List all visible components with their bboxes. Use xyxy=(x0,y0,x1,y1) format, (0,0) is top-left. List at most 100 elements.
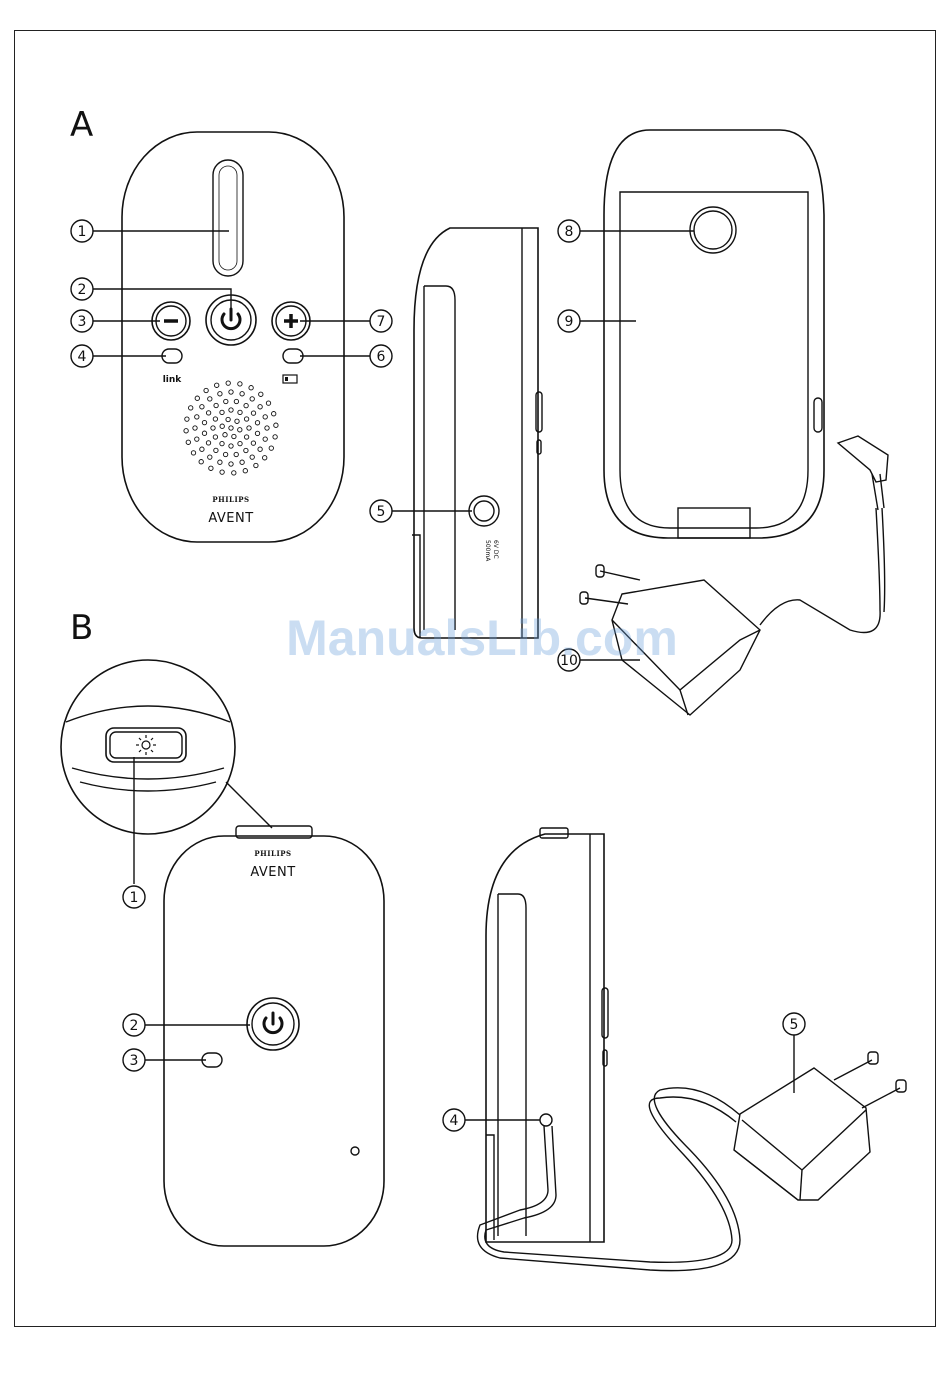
belt-clip-button xyxy=(690,207,736,253)
baby-callout-2: 2 xyxy=(130,1018,139,1034)
callout-1: 1 xyxy=(78,224,87,240)
grill-hole xyxy=(249,386,253,390)
callout-9: 9 xyxy=(565,314,574,330)
grill-hole xyxy=(244,403,248,407)
parent-unit-back xyxy=(558,130,824,538)
baby-brand-philips: PHILIPS xyxy=(254,849,291,858)
grill-hole xyxy=(202,420,206,424)
grill-hole xyxy=(184,429,188,433)
grill-hole xyxy=(185,417,189,421)
power-icon xyxy=(264,1013,282,1033)
grill-hole xyxy=(238,441,242,445)
baby-callout-1: 1 xyxy=(130,890,139,906)
grill-hole xyxy=(208,455,212,459)
display-light-bar xyxy=(213,160,243,276)
plus-icon xyxy=(284,314,298,328)
callout-6: 6 xyxy=(377,349,386,365)
nightlight-icon xyxy=(136,735,156,755)
grill-hole xyxy=(204,388,208,392)
grill-hole xyxy=(208,397,212,401)
battery-icon xyxy=(283,375,297,383)
grill-hole xyxy=(215,383,219,387)
watermark: ManualsLib.com xyxy=(286,610,678,666)
grill-hole xyxy=(213,435,217,439)
grill-hole xyxy=(195,437,199,441)
grill-hole xyxy=(229,462,233,466)
callout-5: 5 xyxy=(377,504,386,520)
dc-socket xyxy=(469,496,499,526)
grill-hole xyxy=(226,417,230,421)
grill-hole xyxy=(244,448,248,452)
grill-hole xyxy=(263,437,267,441)
grill-hole xyxy=(250,455,254,459)
parent-unit-front xyxy=(122,132,344,542)
grill-hole xyxy=(269,446,273,450)
grill-hole xyxy=(224,399,228,403)
baby-callout-5: 5 xyxy=(790,1017,799,1033)
grill-hole xyxy=(243,469,247,473)
grill-hole xyxy=(255,431,259,435)
grill-hole xyxy=(265,426,269,430)
grill-hole xyxy=(195,415,199,419)
baby-callout-3: 3 xyxy=(130,1053,139,1069)
power-adapter-a xyxy=(558,436,888,715)
grill-hole xyxy=(206,441,210,445)
grill-hole xyxy=(202,431,206,435)
grill-hole xyxy=(206,411,210,415)
callout-8: 8 xyxy=(565,224,574,240)
grill-hole xyxy=(244,435,248,439)
grill-hole xyxy=(258,405,262,409)
grill-hole xyxy=(229,426,233,430)
grill-hole xyxy=(199,460,203,464)
callout-labels: 1 2 3 4 5 6 7 8 9 10 1 2 3 4 5 link PHIL… xyxy=(78,224,799,1129)
grill-hole xyxy=(238,382,242,386)
grill-hole xyxy=(226,381,230,385)
grill-hole xyxy=(211,426,215,430)
grill-hole xyxy=(229,444,233,448)
grill-hole xyxy=(232,434,236,438)
microphone xyxy=(351,1147,359,1155)
callout-2: 2 xyxy=(78,282,87,298)
grill-hole xyxy=(218,392,222,396)
baby-unit-front xyxy=(123,826,384,1246)
grill-hole xyxy=(200,447,204,451)
grill-hole xyxy=(213,417,217,421)
grill-hole xyxy=(200,405,204,409)
grill-hole xyxy=(234,399,238,403)
link-label: link xyxy=(163,375,183,385)
grill-hole xyxy=(238,428,242,432)
callout-4: 4 xyxy=(78,349,87,365)
grill-hole xyxy=(266,401,270,405)
grill-hole xyxy=(220,470,224,474)
grill-hole xyxy=(259,392,263,396)
grill-hole xyxy=(240,460,244,464)
grill-hole xyxy=(223,433,227,437)
grill-hole xyxy=(263,415,267,419)
grill-hole xyxy=(263,456,267,460)
grill-hole xyxy=(272,412,276,416)
grill-hole xyxy=(229,390,233,394)
grill-hole xyxy=(214,448,218,452)
grill-hole xyxy=(251,411,255,415)
grill-hole xyxy=(254,463,258,467)
grill-hole xyxy=(238,410,242,414)
grill-hole xyxy=(220,441,224,445)
grill-hole xyxy=(195,396,199,400)
grill-hole xyxy=(223,452,227,456)
grill-hole xyxy=(193,426,197,430)
grill-hole xyxy=(258,447,262,451)
grill-hole xyxy=(247,426,251,430)
grill-hole xyxy=(244,417,248,421)
grill-hole xyxy=(186,440,190,444)
speaker-grill xyxy=(184,381,278,475)
baby-callout-4: 4 xyxy=(450,1113,459,1129)
baby-dc-socket xyxy=(540,1114,552,1126)
zoom-detail xyxy=(61,660,272,908)
grill-hole xyxy=(234,452,238,456)
brand-philips: PHILIPS xyxy=(212,495,249,504)
callout-3: 3 xyxy=(78,314,87,330)
socket-spec-voltage: 6V DC xyxy=(492,540,499,559)
nightlight-button[interactable] xyxy=(106,728,186,762)
grill-hole xyxy=(220,410,224,414)
